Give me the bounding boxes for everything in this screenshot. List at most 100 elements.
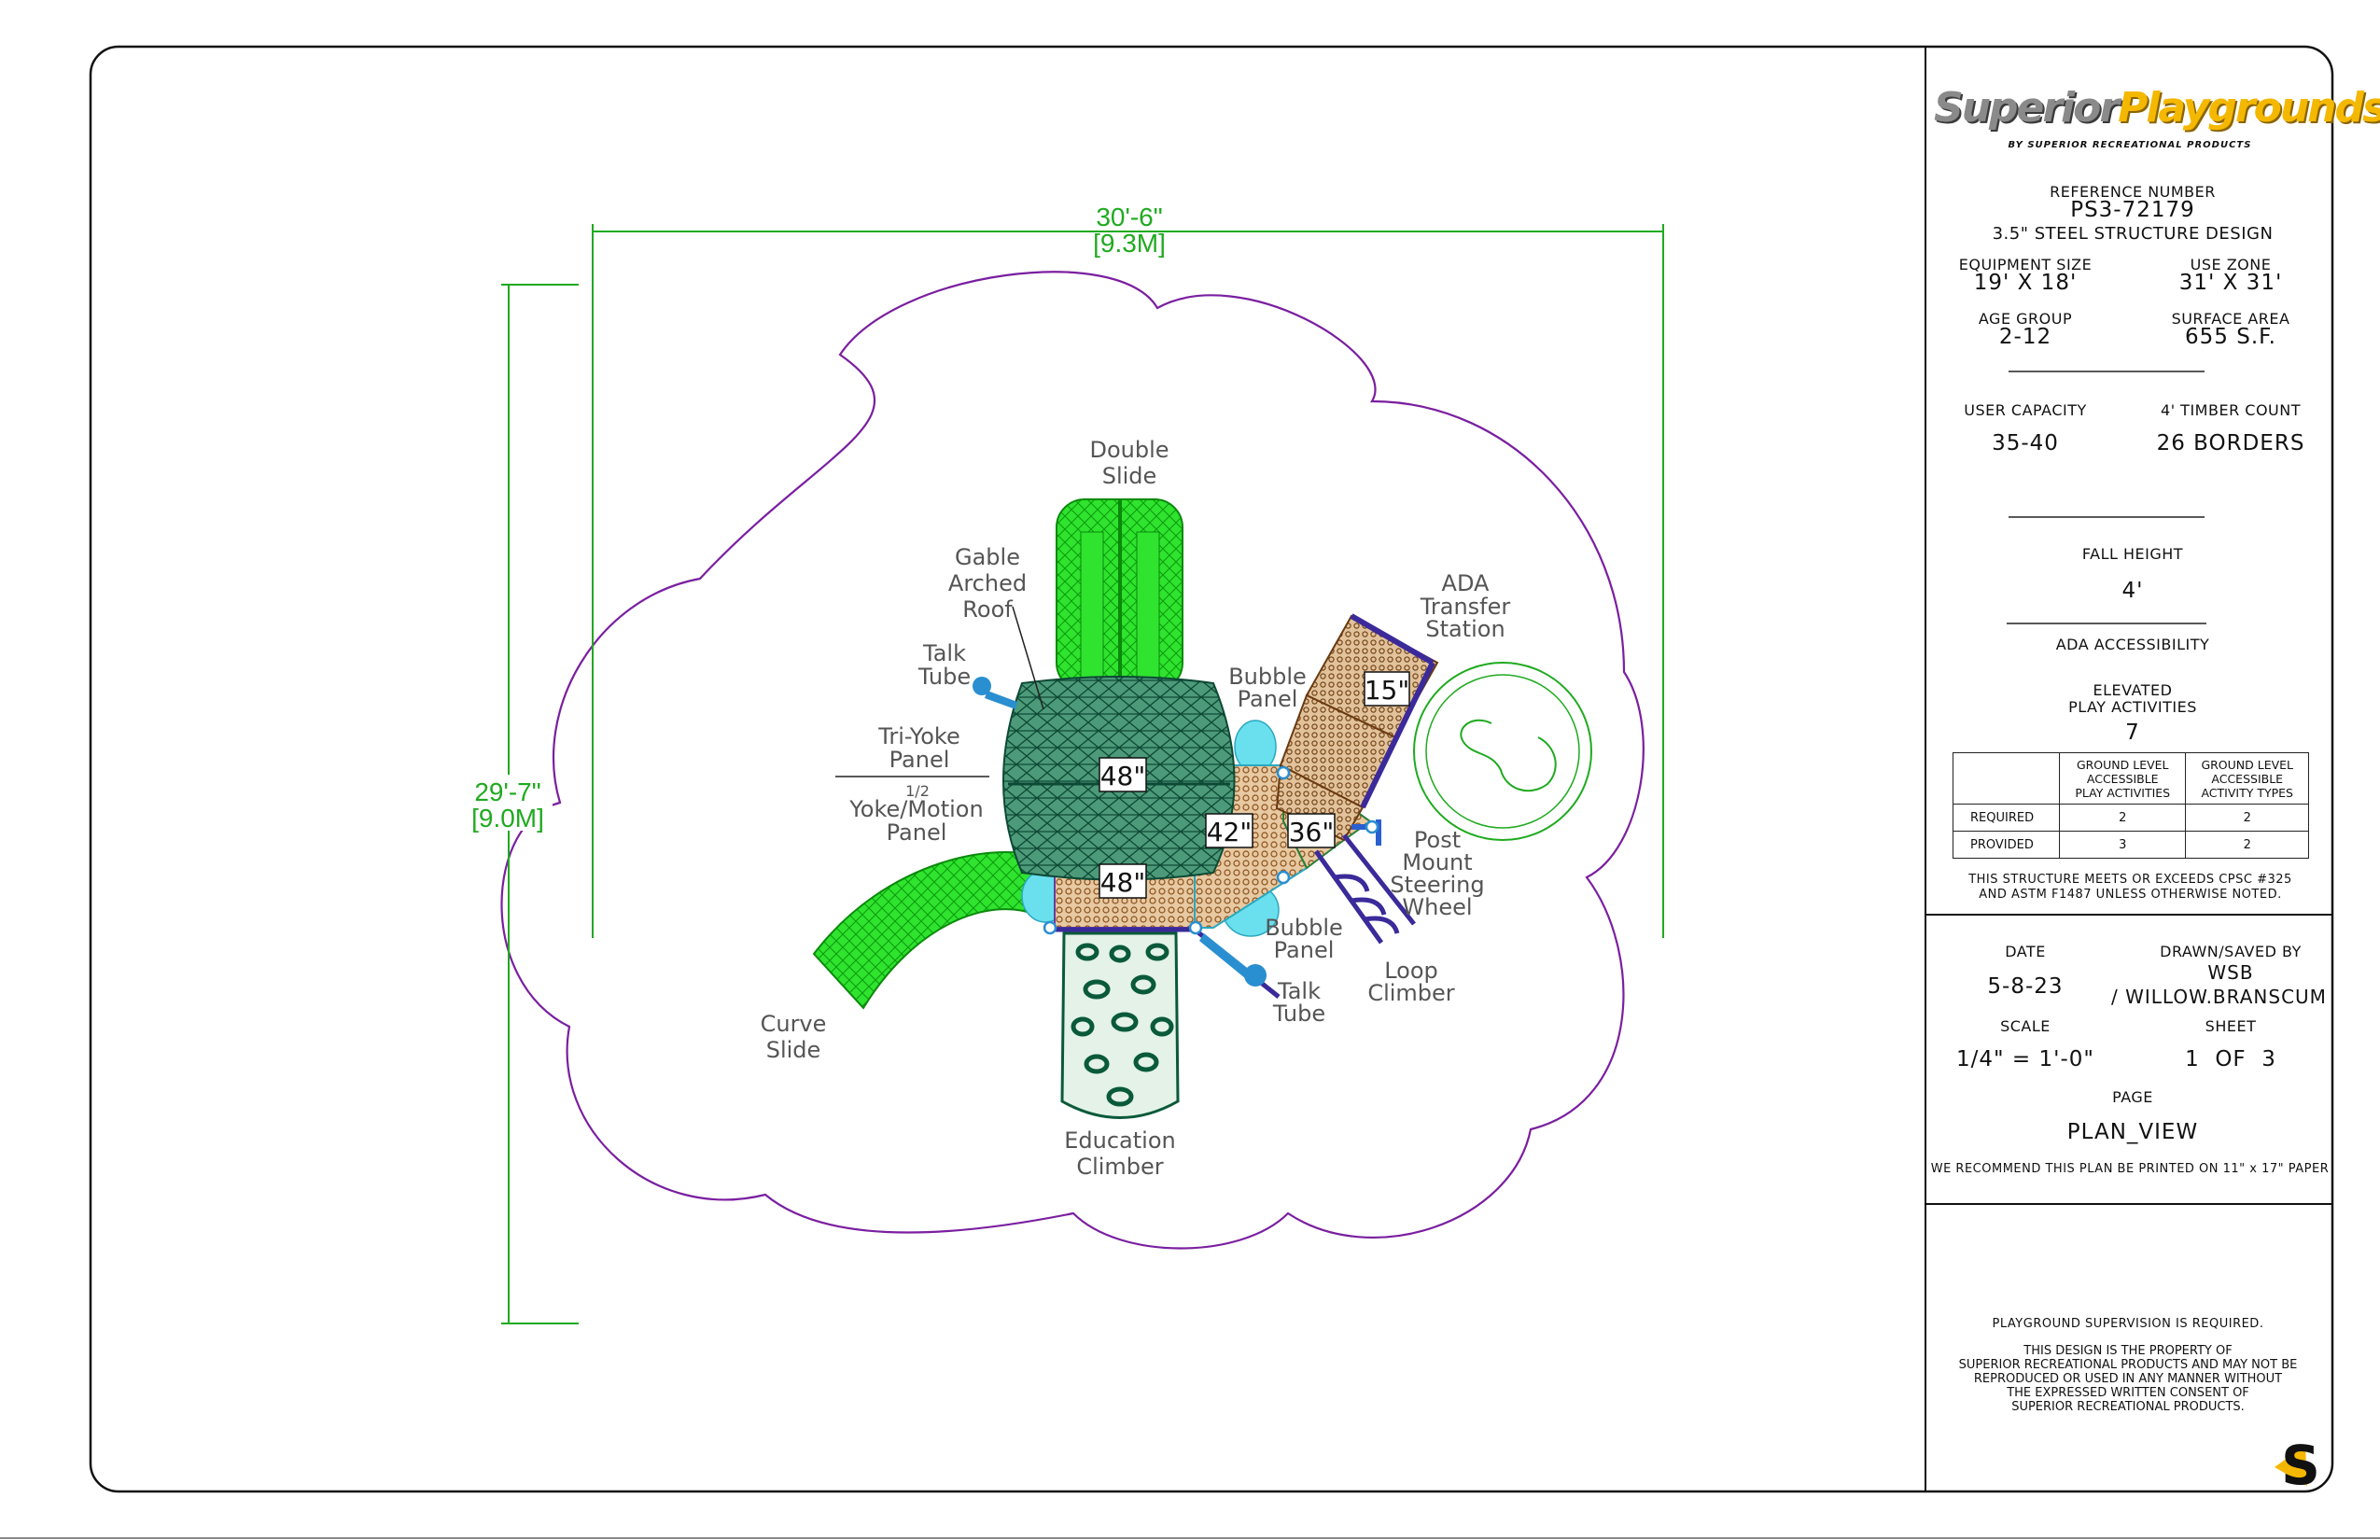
equipment-size-label: EQUIPMENT SIZE xyxy=(1958,256,2093,273)
talk-tube-bottom-label-1: Talk xyxy=(1277,978,1321,1004)
date-label: DATE xyxy=(2005,943,2046,960)
bubble-panel-bottom-label-2: Panel xyxy=(1274,937,1335,963)
loop-climber-label-1: Loop xyxy=(1384,958,1438,984)
education-climber-label-2: Climber xyxy=(1076,1154,1163,1180)
logo-tagline: BY SUPERIOR RECREATIONAL PRODUCTS xyxy=(2008,140,2252,150)
sheet-label: SHEET xyxy=(2205,1017,2257,1035)
drawn-by-name: / WILLOW.BRANSCUM xyxy=(2111,986,2327,1008)
gable-roof-label-2: Arched xyxy=(948,570,1027,596)
supervision-note: PLAYGROUND SUPERVISION IS REQUIRED. xyxy=(1992,1317,2264,1331)
elevated-count: 7 xyxy=(2125,721,2140,745)
property-notice: THIS DESIGN IS THE PROPERTY OF SUPERIOR … xyxy=(1958,1344,2298,1414)
half-label: 1/2 xyxy=(905,782,930,800)
yoke-motion-label-2: Panel xyxy=(887,819,947,846)
table-cell: 2 xyxy=(2058,804,2187,832)
age-group: 2-12 xyxy=(1998,325,2052,349)
structure-type: 3.5" STEEL STRUCTURE DESIGN xyxy=(1992,224,2274,244)
width-dim-m: [9.3M] xyxy=(1093,229,1166,258)
ada-transfer-station xyxy=(1275,613,1439,842)
use-zone-outline xyxy=(500,271,1645,1250)
width-dim-ft: 30'-6" xyxy=(1096,203,1162,231)
compliance-note-1: THIS STRUCTURE MEETS OR EXCEEDS CPSC #32… xyxy=(1968,873,2292,887)
talk-tube-left-label-1: Talk xyxy=(922,640,966,666)
timber-count: 26 BORDERS xyxy=(2156,431,2305,455)
table-cell: 2 xyxy=(2185,804,2309,832)
ada-transfer-label-2: Transfer xyxy=(1420,594,1511,620)
age-group-label: AGE GROUP xyxy=(1978,310,2073,328)
steering-wheel-label-1: Post xyxy=(1414,827,1461,853)
timber-count-label: 4' TIMBER COUNT xyxy=(2161,401,2301,419)
height-dim-ft: 29'-7" xyxy=(474,777,540,806)
double-slide xyxy=(1056,498,1183,692)
user-capacity: 35-40 xyxy=(1992,431,2059,455)
loop-climber xyxy=(1313,833,1416,945)
scale: 1/4" = 1'-0" xyxy=(1956,1047,2094,1071)
loop-climber-label-2: Climber xyxy=(1367,980,1454,1006)
page-name: PLAN_VIEW xyxy=(2066,1120,2199,1144)
compliance-note-2: AND ASTM F1487 UNLESS OTHERWISE NOTED. xyxy=(1979,888,2282,902)
page-label: PAGE xyxy=(2112,1088,2153,1106)
bubble-panel-top-label-1: Bubble xyxy=(1228,664,1307,690)
use-zone-label: USE ZONE xyxy=(2190,256,2272,273)
elevated-label-2: PLAY ACTIVITIES xyxy=(2068,698,2197,716)
structure-posts xyxy=(1043,765,1379,935)
deck-label-e: 15" xyxy=(1365,675,1410,706)
svg-text:S: S xyxy=(2281,1434,2320,1497)
talk-tube-left-label-2: Tube xyxy=(917,664,971,690)
tri-yoke-label-1: Tri-Yoke xyxy=(877,723,959,749)
table-cell: 2 xyxy=(2185,831,2309,859)
row-label: PROVIDED xyxy=(1953,831,2060,859)
use-zone: 31' X 31' xyxy=(2178,271,2283,295)
gable-roof-label-3: Roof xyxy=(962,596,1013,623)
fall-height: 4' xyxy=(2121,579,2144,603)
bubble-panel-top-label-2: Panel xyxy=(1238,686,1298,712)
double-slide-label-2: Slide xyxy=(1102,463,1157,489)
row-label: REQUIRED xyxy=(1953,804,2060,832)
sheet-number: 1 OF 3 xyxy=(2185,1047,2276,1071)
ada-transfer-label-3: Station xyxy=(1425,616,1505,642)
gable-roof-label-1: Gable xyxy=(955,544,1020,570)
deck-label-b: 48" xyxy=(1100,867,1146,898)
double-slide-label-1: Double xyxy=(1089,437,1169,463)
table-cell: 3 xyxy=(2058,831,2187,859)
logo-wordmark: SuperiorPlaygrounds xyxy=(1934,84,2380,132)
corner-s-logo: S xyxy=(2275,1434,2320,1497)
bubble-panel-bottom-label-1: Bubble xyxy=(1265,915,1343,941)
steering-wheel-icon xyxy=(1351,819,1381,846)
elevated-label-1: ELEVATED xyxy=(2093,681,2173,699)
curve-slide xyxy=(812,851,1047,1010)
table-row: REQUIRED 2 2 xyxy=(1953,804,2309,832)
date: 5-8-23 xyxy=(1987,974,2064,999)
fall-height-label: FALL HEIGHT xyxy=(2081,545,2184,563)
curve-slide-label-2: Slide xyxy=(766,1037,821,1063)
deck-label-d: 36" xyxy=(1289,817,1335,847)
user-capacity-label: USER CAPACITY xyxy=(1964,401,2087,419)
talk-tube-bottom-label-2: Tube xyxy=(1272,1001,1325,1027)
tri-yoke-label-2: Panel xyxy=(889,747,950,773)
ada-transfer-label-1: ADA xyxy=(1442,570,1490,596)
width-dimension xyxy=(592,224,1664,938)
table-row: PROVIDED 3 2 xyxy=(1953,831,2309,859)
ada-accessibility-label: ADA ACCESSIBILITY xyxy=(2055,636,2210,653)
reference-number: PS3-72179 xyxy=(2070,198,2195,222)
talk-tube-bottom xyxy=(1199,933,1267,987)
deck-height-labels: 48" 48" 42" 36" 15" xyxy=(1099,671,1410,899)
surface-area-label: SURFACE AREA xyxy=(2171,310,2290,328)
education-climber xyxy=(1060,931,1180,1119)
print-note: WE RECOMMEND THIS PLAN BE PRINTED ON 11"… xyxy=(1930,1162,2330,1176)
height-dim-m: [9.0M] xyxy=(471,804,544,833)
steering-wheel-label-2: Mount xyxy=(1402,849,1472,875)
surface-area: 655 S.F. xyxy=(2185,325,2276,349)
deck-label-a: 48" xyxy=(1100,761,1146,791)
scale-label: SCALE xyxy=(2000,1017,2051,1035)
curve-slide-label-1: Curve xyxy=(761,1011,827,1037)
component-labels: Double Slide Gable Arched Roof Talk Tube… xyxy=(761,437,1511,1180)
deck-label-c: 42" xyxy=(1207,817,1253,847)
talk-tube-left xyxy=(973,677,1017,709)
steering-wheel-label-4: Wheel xyxy=(1402,894,1472,920)
education-climber-label-1: Education xyxy=(1064,1127,1175,1154)
reference-number-label: REFERENCE NUMBER xyxy=(2050,183,2216,201)
